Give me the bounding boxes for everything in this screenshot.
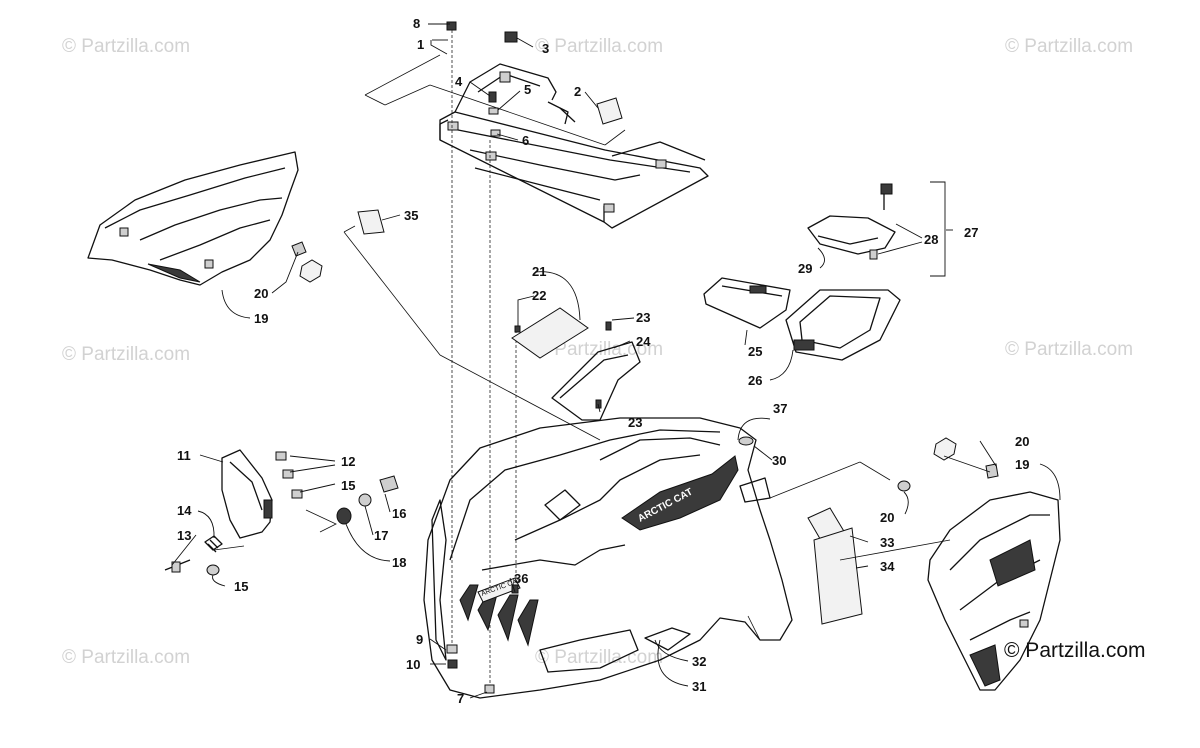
callout-34: 34 [880,559,895,574]
watermark: © Partzilla.com [1005,36,1133,57]
washer-17 [358,493,372,507]
callout-13: 13 [177,528,191,543]
callout-20-right: 20 [1015,434,1029,449]
nut-right [933,437,957,461]
callout-15-bottom: 15 [234,579,248,594]
callout-35: 35 [404,208,418,223]
front-rack [364,54,709,229]
callout-31: 31 [692,679,706,694]
decal-34 [813,527,863,625]
plug-30 [738,436,754,446]
dash-panels [511,307,641,421]
bolt-4 [488,91,497,103]
callout-22: 22 [532,288,546,303]
callout-36: 36 [514,571,528,586]
callout-32: 32 [692,654,706,669]
callout-19-left: 19 [254,311,268,326]
watermark: © Partzilla.com [1005,339,1133,360]
nut-6 [490,129,501,137]
callout-9: 9 [416,632,423,647]
callout-26: 26 [748,373,762,388]
housing-11 [221,449,273,539]
box-26 [785,289,901,361]
callout-6: 6 [522,133,529,148]
watermark: © Partzilla.com [535,339,663,360]
callout-23-top: 23 [636,310,650,325]
bracket-27 [930,181,946,277]
storage-box [703,183,901,361]
screw-36 [511,584,519,594]
callout-21: 21 [532,264,546,279]
spring-14 [204,535,223,551]
watermark: © Partzilla.com [535,36,663,57]
callout-29: 29 [798,261,812,276]
callout-5: 5 [524,82,531,97]
watermark: © Partzilla.com [62,344,190,365]
bolt-8 [446,21,457,31]
callout-14: 14 [177,503,192,518]
callout-3: 3 [542,41,549,56]
callout-2: 2 [574,84,581,99]
nut-10 [447,659,458,669]
lid-25 [703,277,791,329]
decal-2 [596,97,623,125]
callout-19-right: 19 [1015,457,1029,472]
rack-hardware [446,21,623,137]
callout-17: 17 [374,528,388,543]
latch-28 [880,183,893,195]
callout-7: 7 [457,691,464,706]
decal-35 [357,209,385,235]
nut-7 [484,684,495,694]
panel-24 [551,341,641,421]
callout-1: 1 [417,37,424,52]
callout-20-left: 20 [254,286,268,301]
washer-9 [446,644,458,654]
copyright-notice: © Partzilla.com [1004,639,1146,662]
callout-30: 30 [772,453,786,468]
callout-16: 16 [392,506,406,521]
watermark: © Partzilla.com [62,647,190,668]
callout-8: 8 [413,16,420,31]
callout-4: 4 [455,74,463,89]
bolt-16 [379,475,399,493]
callout-25: 25 [748,344,762,359]
callout-12: 12 [341,454,355,469]
callout-23-bottom: 23 [628,415,642,430]
callout-20-mid: 20 [880,510,894,525]
left-side-panel [87,151,601,441]
nut-15 [206,564,220,576]
callout-33: 33 [880,535,894,550]
decal-21 [511,307,589,359]
grommet-20c [897,480,911,492]
watermark: © Partzilla.com [535,647,663,668]
cap-3 [504,31,518,43]
cover-29 [807,215,896,255]
screw-22 [514,325,521,333]
callout-15-top: 15 [341,478,355,493]
right-side-panel [897,437,1061,691]
callout-24: 24 [636,334,651,349]
callouts: 8 1 3 4 5 2 6 35 20 19 21 22 23 24 23 25… [177,16,1029,706]
watermarks: © Partzilla.com © Partzilla.com © Partzi… [62,36,1133,668]
washer-5 [488,107,499,115]
callout-10: 10 [406,657,420,672]
grommet-20a [291,241,307,257]
watermark: © Partzilla.com [62,36,190,57]
callout-28: 28 [924,232,938,247]
callout-11: 11 [177,448,191,463]
light-assembly [164,449,399,576]
nut-left [299,259,323,283]
bushing-18 [336,507,352,525]
leader-lines [171,23,1061,699]
callout-27: 27 [964,225,978,240]
callout-18: 18 [392,555,406,570]
callout-37: 37 [773,401,787,416]
